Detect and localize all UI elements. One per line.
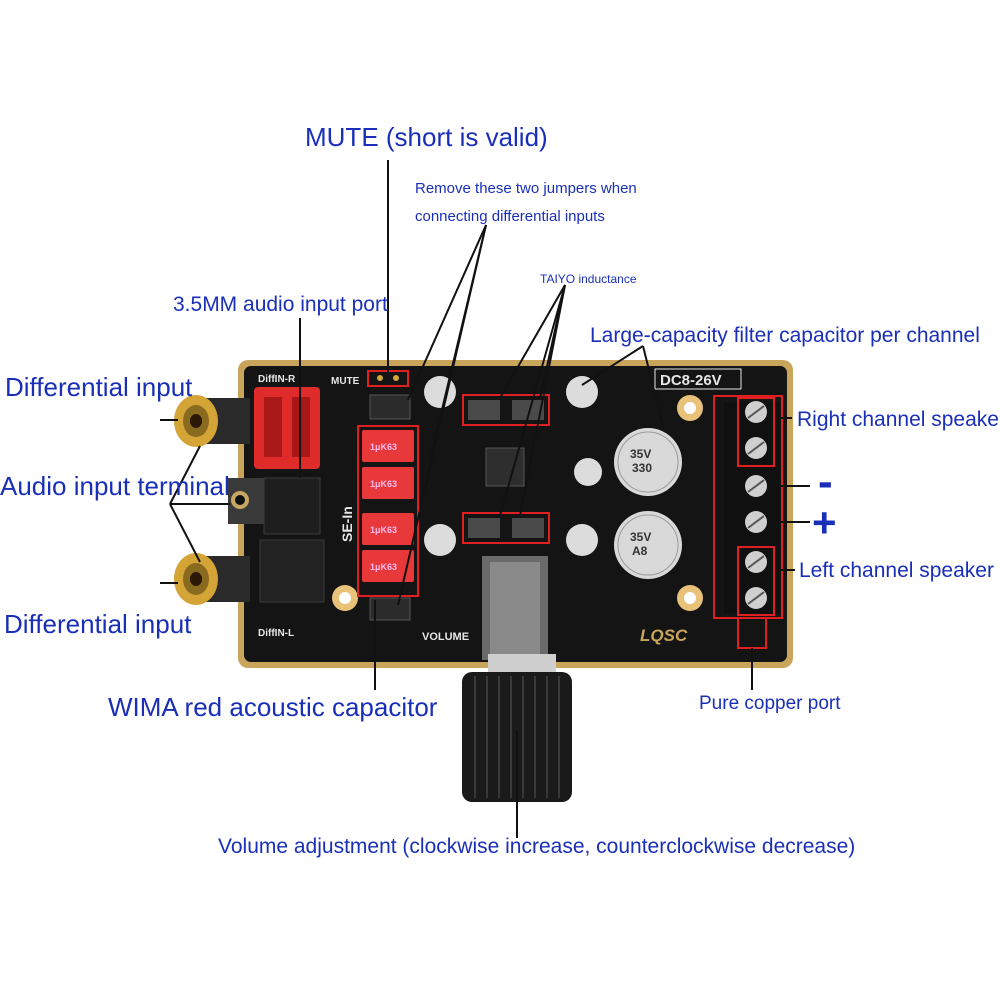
svg-text:1μK63: 1μK63 bbox=[370, 562, 397, 572]
label-minus: - bbox=[818, 457, 833, 506]
black-jumper bbox=[369, 597, 411, 621]
silk-diffin-r: DiffIN-R bbox=[258, 374, 296, 385]
label-audio-input-terminal: Audio input terminal bbox=[0, 471, 230, 501]
diff-jumper-red bbox=[254, 387, 320, 469]
svg-text:1μK63: 1μK63 bbox=[370, 525, 397, 535]
inductor bbox=[512, 518, 544, 538]
black-jumper bbox=[369, 394, 411, 420]
inductor-highlight-bottom bbox=[462, 512, 550, 544]
label-plus: + bbox=[812, 499, 837, 546]
svg-text:1μK63: 1μK63 bbox=[370, 479, 397, 489]
silk-se-in: SE-In bbox=[339, 506, 355, 542]
label-filter-capacitor: Large-capacity filter capacitor per chan… bbox=[590, 324, 980, 347]
label-differential-input-bottom: Differential input bbox=[4, 609, 192, 639]
label-jumpers-line1: Remove these two jumpers when bbox=[415, 180, 637, 197]
wima-capacitor bbox=[362, 467, 414, 499]
inductor-highlight-top bbox=[462, 394, 550, 426]
silk-diffin-l: DiffIN-L bbox=[258, 628, 294, 639]
label-volume-adjustment: Volume adjustment (clockwise increase, c… bbox=[218, 835, 856, 858]
filter-capacitor-top bbox=[614, 428, 682, 496]
svg-text:35V: 35V bbox=[630, 447, 651, 461]
svg-text:35V: 35V bbox=[630, 530, 651, 544]
svg-text:A8: A8 bbox=[632, 544, 648, 558]
label-audio-port: 3.5MM audio input port bbox=[173, 293, 388, 316]
silk-volume: VOLUME bbox=[422, 631, 469, 643]
terminal-screws bbox=[745, 401, 767, 609]
inductor bbox=[468, 400, 500, 420]
svg-text:330: 330 bbox=[632, 461, 652, 475]
inductor bbox=[512, 400, 544, 420]
silk-mute: MUTE bbox=[331, 376, 360, 387]
svg-text:1μK63: 1μK63 bbox=[370, 442, 397, 452]
silk-voltage: DC8-26V bbox=[660, 372, 722, 389]
label-jumpers-line2: connecting differential inputs bbox=[415, 208, 605, 225]
wima-capacitor bbox=[362, 513, 414, 545]
left-speaker-highlight bbox=[737, 546, 775, 616]
wima-capacitor bbox=[362, 550, 414, 582]
label-pure-copper: Pure copper port bbox=[699, 693, 841, 714]
label-differential-input-top: Differential input bbox=[5, 372, 193, 402]
label-left-speaker: Left channel speaker bbox=[799, 559, 994, 582]
annotation-lines bbox=[160, 160, 810, 838]
label-wima: WIMA red acoustic capacitor bbox=[108, 692, 438, 722]
right-speaker-highlight bbox=[737, 397, 775, 467]
inductor bbox=[468, 518, 500, 538]
wima-capacitor bbox=[362, 430, 414, 462]
label-mute: MUTE (short is valid) bbox=[305, 122, 548, 152]
label-taiyo: TAIYO inductance bbox=[540, 272, 637, 286]
wima-highlight bbox=[357, 425, 419, 597]
silk-brand: LQSC bbox=[640, 626, 688, 645]
label-right-speaker: Right channel speaker bbox=[797, 408, 1000, 431]
filter-capacitor-bottom bbox=[614, 511, 682, 579]
terminal-block bbox=[724, 402, 780, 614]
